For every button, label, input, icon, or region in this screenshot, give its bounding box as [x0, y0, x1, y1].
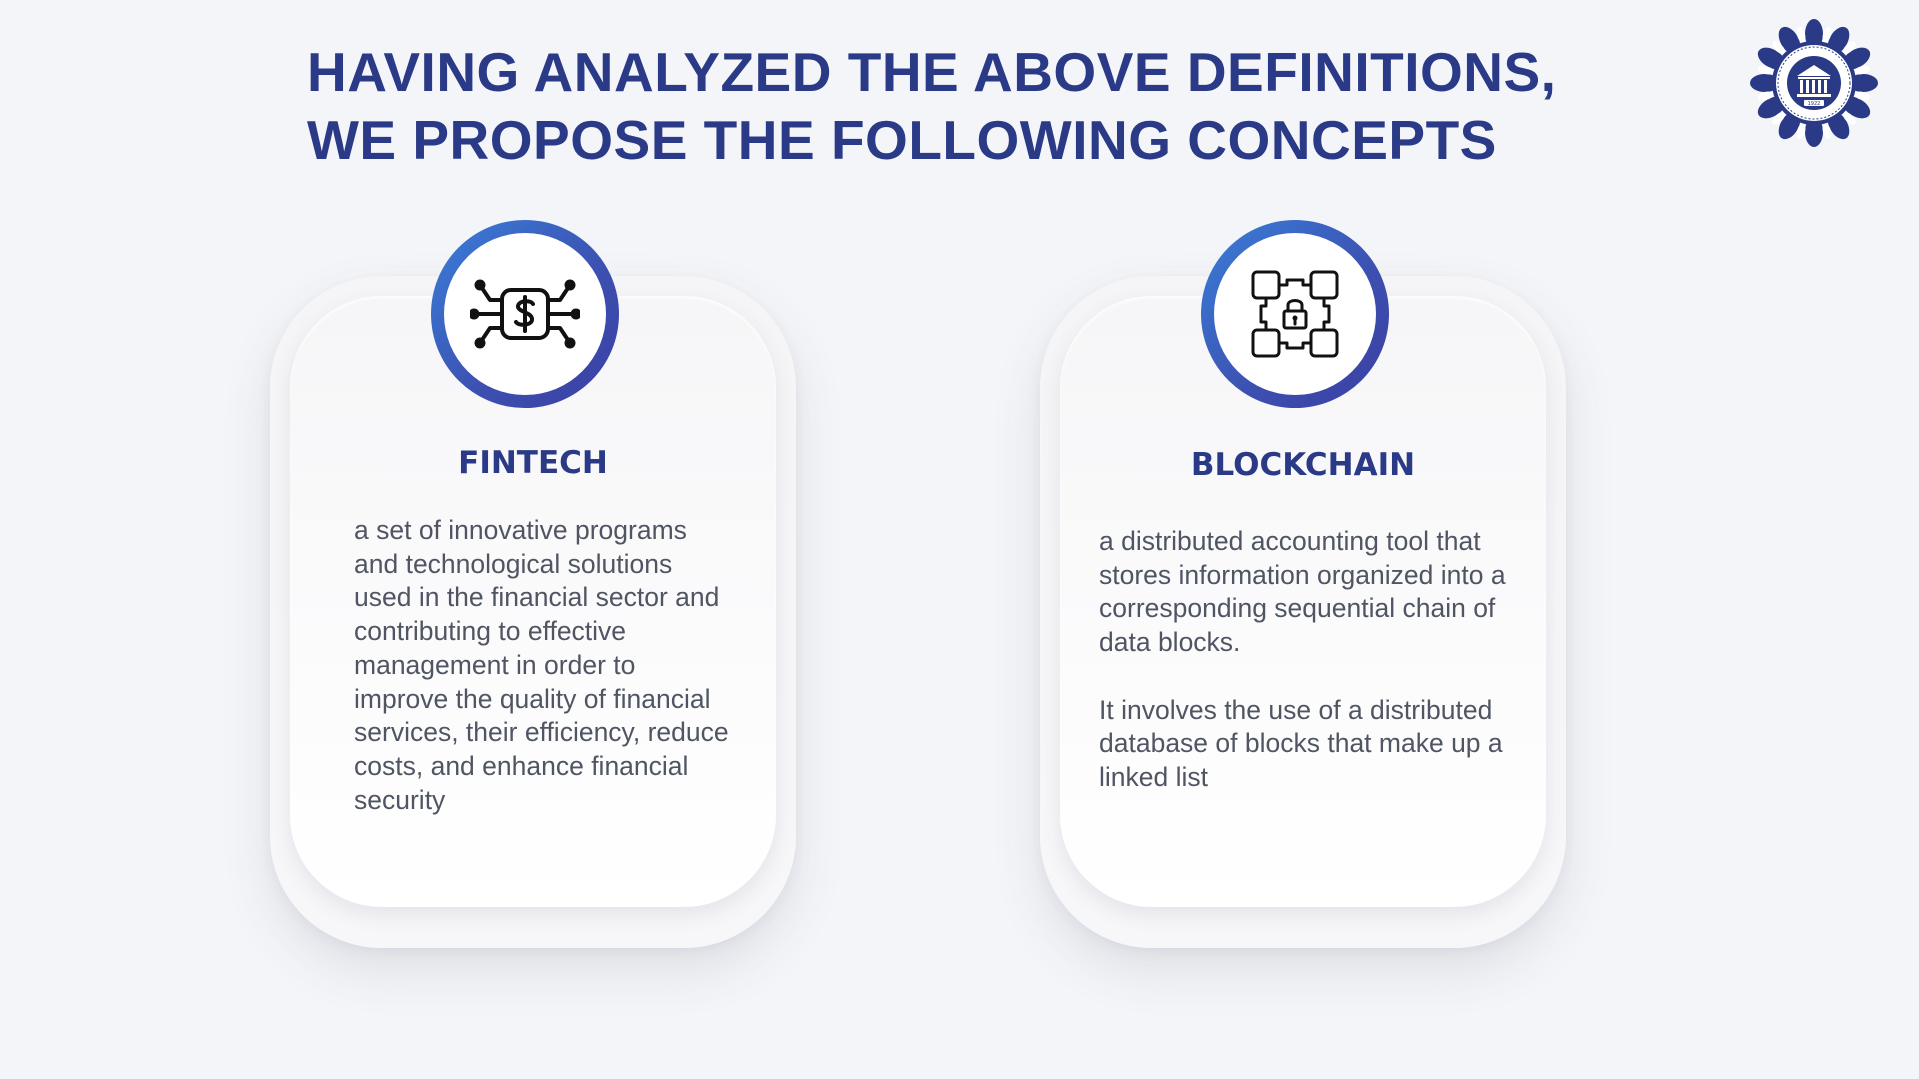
- fintech-definition: a set of innovative programs and technol…: [354, 515, 729, 815]
- logo-year: 1922: [1808, 101, 1821, 107]
- fintech-icon-face: [444, 233, 606, 395]
- blockchain-lock-icon: [1251, 270, 1339, 358]
- page-title-line-1: HAVING ANALYZED THE ABOVE DEFINITIONS,: [307, 41, 1557, 103]
- fintech-icon-badge: [431, 220, 619, 408]
- university-seal-icon: 1922: [1750, 19, 1878, 147]
- page-title: HAVING ANALYZED THE ABOVE DEFINITIONS, W…: [307, 38, 1556, 174]
- blockchain-icon-face: [1214, 233, 1376, 395]
- blockchain-card: [1040, 276, 1566, 948]
- page-title-line-2: WE PROPOSE THE FOLLOWING CONCEPTS: [307, 109, 1497, 171]
- fintech-heading: FINTECH: [458, 445, 608, 481]
- blockchain-definition-paragraph-1: a distributed accounting tool that store…: [1099, 526, 1506, 658]
- blockchain-heading: BLOCKCHAIN: [1190, 447, 1416, 483]
- blockchain-definition: a distributed accounting tool that store…: [1099, 525, 1519, 795]
- fintech-chip-dollar-icon: [470, 279, 580, 349]
- blockchain-icon-badge: [1201, 220, 1389, 408]
- blockchain-definition-paragraph-2: It involves the use of a distributed dat…: [1099, 694, 1503, 792]
- university-logo: 1922: [1749, 18, 1879, 148]
